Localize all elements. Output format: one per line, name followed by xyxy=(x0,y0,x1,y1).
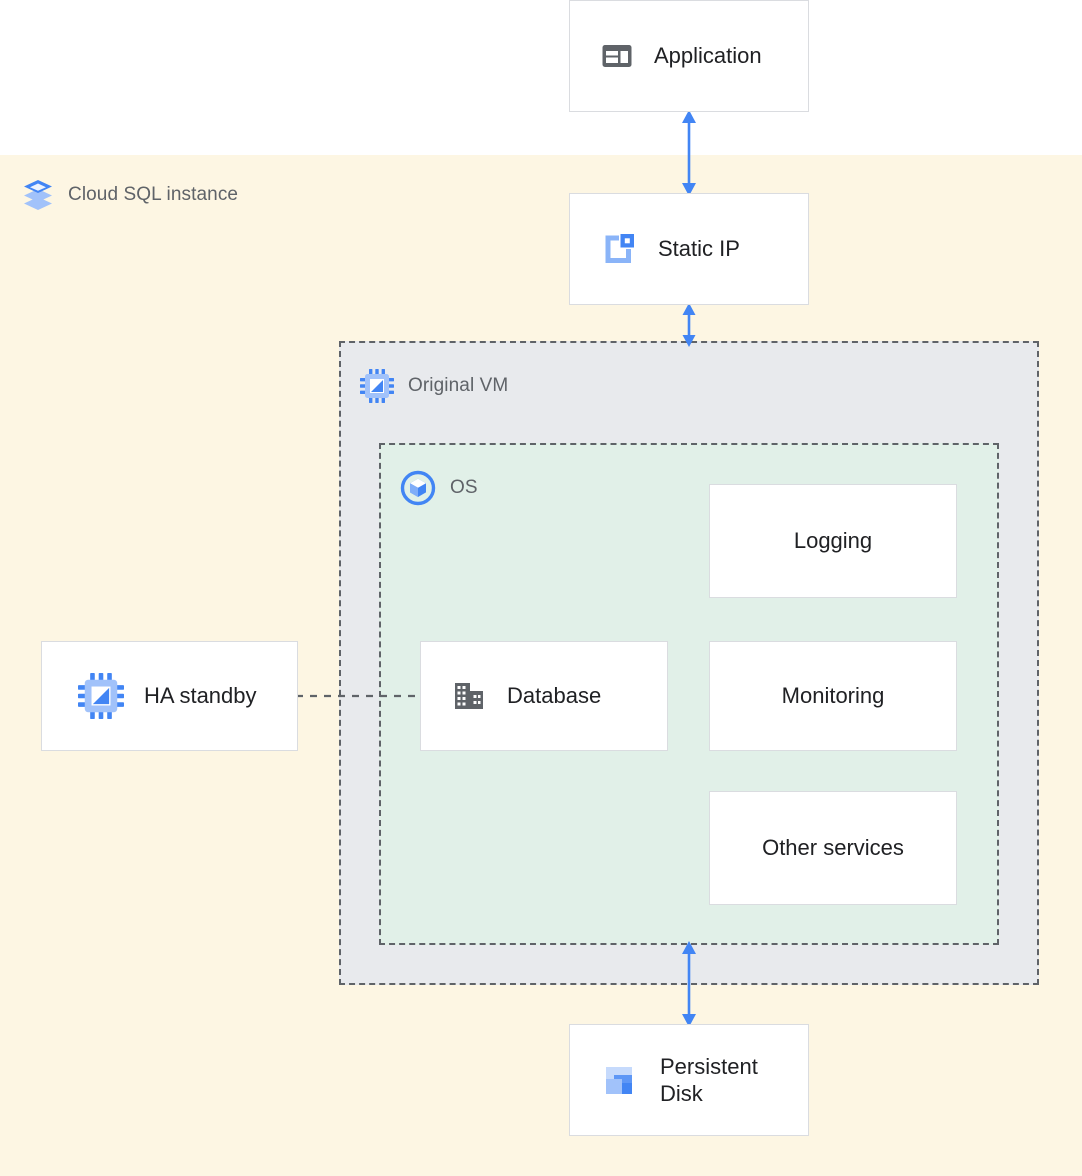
node-ha-standby[interactable]: HA standby xyxy=(41,641,298,751)
node-label: Persistent Disk xyxy=(660,1053,758,1107)
cpu-chip-icon xyxy=(78,673,124,719)
node-label: Other services xyxy=(762,835,904,861)
node-label: Monitoring xyxy=(781,683,885,709)
database-building-icon xyxy=(451,678,487,714)
connector-os-persistent-disk xyxy=(682,941,696,1027)
node-persistent-disk[interactable]: Persistent Disk xyxy=(569,1024,809,1136)
connector-application-static-ip xyxy=(682,110,696,196)
node-static-ip[interactable]: Static IP xyxy=(569,193,809,305)
node-monitoring[interactable]: Monitoring xyxy=(709,641,957,751)
cloud-sql-stack-icon xyxy=(22,178,54,212)
node-label: Database xyxy=(507,683,602,709)
node-label: HA standby xyxy=(144,683,257,709)
region-label-original-vm: Original VM xyxy=(360,369,508,403)
cpu-chip-icon xyxy=(360,369,394,403)
region-label-os: OS xyxy=(400,470,478,506)
node-label: Static IP xyxy=(658,236,740,262)
region-label-text: OS xyxy=(450,477,478,498)
static-ip-icon xyxy=(600,230,638,268)
connector-static-ip-original-vm xyxy=(682,303,696,347)
connector-ha-standby-database xyxy=(296,694,424,698)
region-label-text: Original VM xyxy=(408,375,509,396)
os-cube-circle-icon xyxy=(400,470,436,506)
node-database[interactable]: Database xyxy=(420,641,668,751)
node-label: Logging xyxy=(793,528,873,554)
persistent-disk-icon xyxy=(602,1061,640,1099)
node-logging[interactable]: Logging xyxy=(709,484,957,598)
application-window-icon xyxy=(600,39,634,73)
node-application[interactable]: Application xyxy=(569,0,809,112)
region-label-text: Cloud SQL instance xyxy=(68,184,239,205)
node-other-services[interactable]: Other services xyxy=(709,791,957,905)
region-label-cloud-sql-instance: Cloud SQL instance xyxy=(22,178,238,212)
node-label: Application xyxy=(654,43,762,69)
